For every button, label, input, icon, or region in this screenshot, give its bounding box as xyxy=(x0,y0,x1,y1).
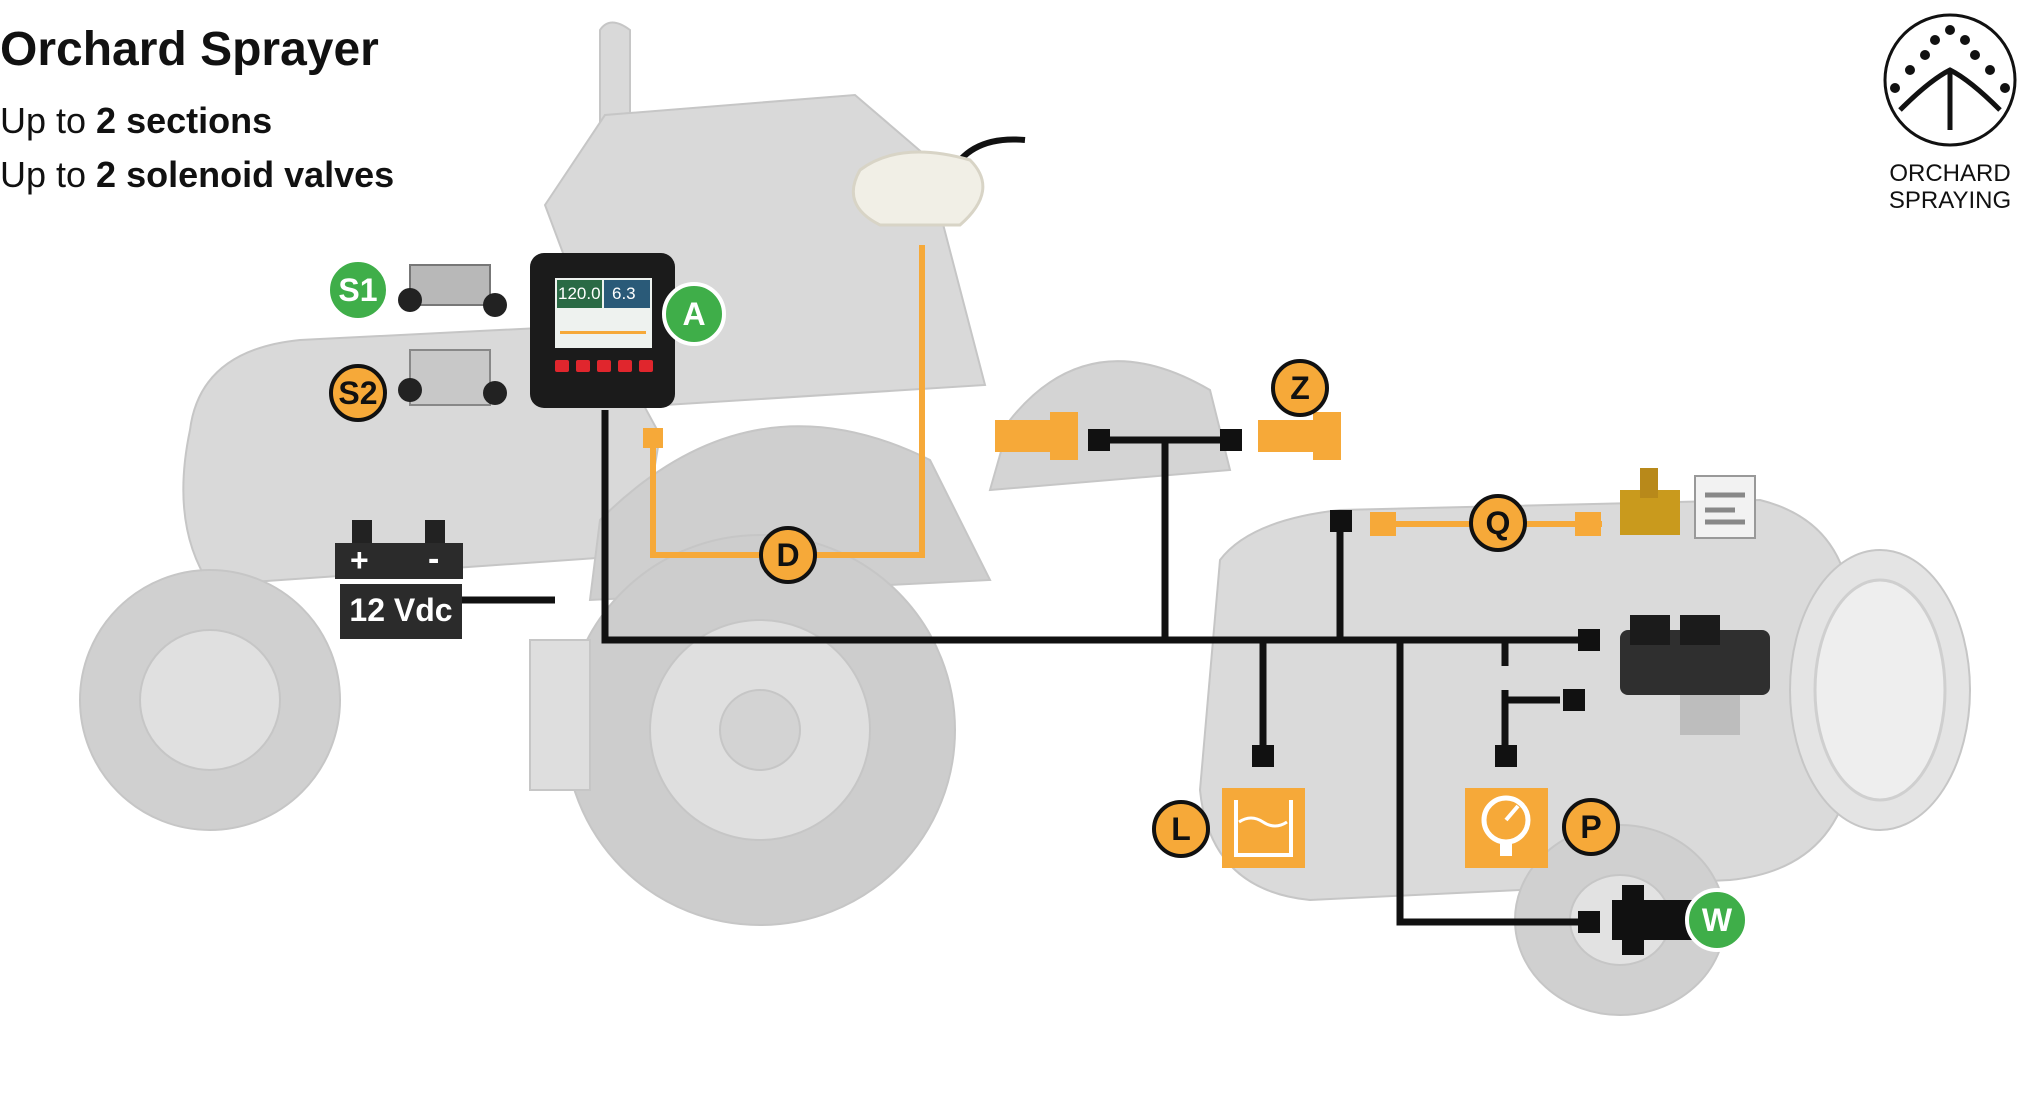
logo-caption: ORCHARD SPRAYING xyxy=(1870,160,2021,214)
console-a xyxy=(530,253,675,408)
badge-a: A xyxy=(662,282,726,346)
badge-z: Z xyxy=(1271,359,1329,417)
tank-level-sensor xyxy=(1222,788,1305,868)
valves-line: Up to 2 solenoid valves xyxy=(0,154,394,196)
sections-prefix: Up to xyxy=(0,100,97,141)
console-value1: 120.0 xyxy=(558,284,601,303)
sections-line: Up to 2 sections xyxy=(0,100,272,142)
orchard-spraying-icon xyxy=(1883,13,2017,147)
black-connectors xyxy=(1088,429,1600,933)
valves-prefix: Up to xyxy=(0,154,97,195)
orange-connector-d xyxy=(643,428,663,448)
badge-s2: S2 xyxy=(329,364,387,422)
flow-meter xyxy=(1612,885,1692,955)
logo-caption-line1: ORCHARD xyxy=(1889,160,2011,187)
z-connectors xyxy=(995,412,1601,536)
logo-caption-line2: SPRAYING xyxy=(1888,187,2012,214)
page-title: Orchard Sprayer xyxy=(0,23,379,76)
battery-label: 12 Vdc xyxy=(349,592,453,628)
gps-antenna xyxy=(851,136,1026,227)
badge-s1: S1 xyxy=(326,258,390,322)
valve-block xyxy=(1620,615,1770,735)
badge-l: L xyxy=(1152,800,1210,858)
battery-minus: - xyxy=(428,540,440,578)
badge-d: D xyxy=(759,526,817,584)
badge-w: W xyxy=(1685,888,1749,952)
battery-plus: + xyxy=(350,542,369,578)
tractor-silhouette xyxy=(79,21,1971,1016)
section-switch-s2 xyxy=(398,349,507,406)
black-cables xyxy=(462,410,1590,926)
pressure-sensor xyxy=(1465,788,1548,868)
badge-p: P xyxy=(1562,798,1620,856)
control-valve xyxy=(1620,468,1756,539)
sections-count: 2 sections xyxy=(96,100,273,141)
section-switch-s1 xyxy=(398,264,507,317)
battery xyxy=(335,520,463,639)
console-value2: 6.3 xyxy=(612,284,636,303)
badge-q: Q xyxy=(1469,494,1527,552)
valves-count: 2 solenoid valves xyxy=(96,154,395,195)
